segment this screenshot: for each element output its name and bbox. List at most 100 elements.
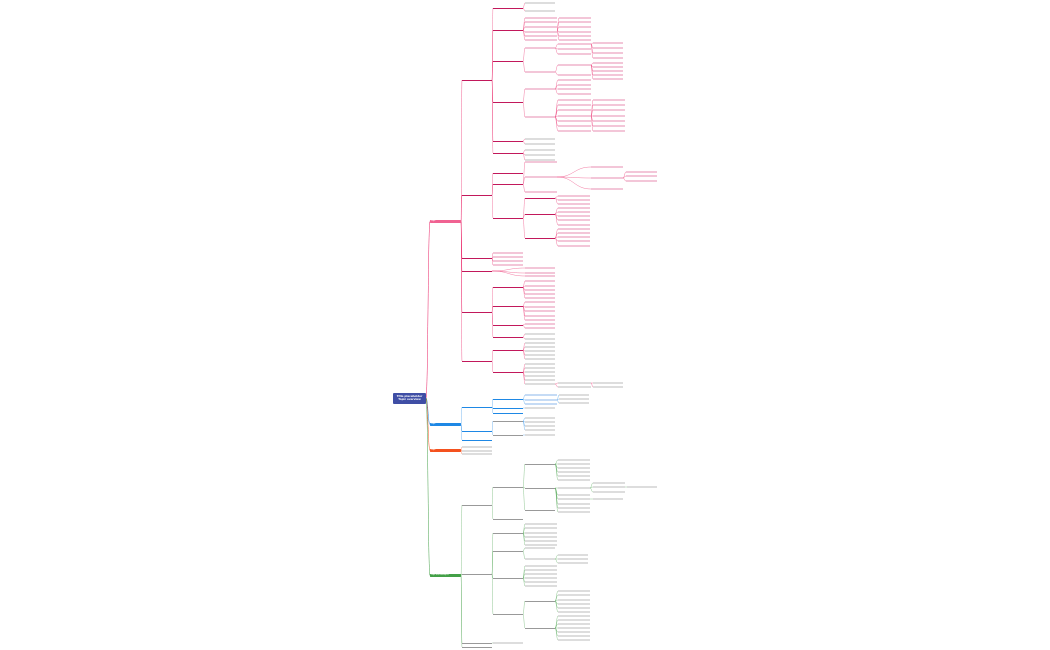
- topic-node[interactable]: [558, 236, 590, 238]
- topic-node[interactable]: [593, 99, 625, 101]
- topic-node[interactable]: [558, 459, 590, 461]
- topic-node[interactable]: [558, 203, 590, 205]
- topic-node[interactable]: [525, 371, 555, 373]
- topic-node[interactable]: [525, 417, 555, 419]
- topic-node[interactable]: [558, 463, 590, 465]
- topic-node[interactable]: [525, 354, 555, 356]
- topic-node[interactable]: [525, 509, 555, 511]
- topic-node[interactable]: [525, 47, 555, 49]
- topic-node[interactable]: [558, 511, 590, 513]
- topic-node[interactable]: [462, 450, 492, 452]
- topic-node[interactable]: [493, 29, 523, 31]
- topic-node[interactable]: [525, 310, 555, 312]
- topic-node[interactable]: [558, 207, 590, 209]
- topic-node[interactable]: [626, 180, 657, 182]
- branch-node-green[interactable]: Topic and subtopics: [430, 574, 461, 577]
- topic-node[interactable]: [591, 166, 623, 168]
- topic-node[interactable]: [558, 467, 590, 469]
- topic-node[interactable]: [525, 315, 555, 317]
- topic-node[interactable]: [558, 99, 591, 101]
- topic-node[interactable]: [525, 434, 555, 436]
- topic-node[interactable]: [593, 52, 623, 54]
- topic-node[interactable]: [525, 2, 555, 4]
- topic-node[interactable]: [462, 79, 492, 81]
- topic-node[interactable]: [493, 324, 523, 326]
- topic-node[interactable]: [558, 211, 590, 213]
- topic-node[interactable]: [525, 197, 555, 199]
- topic-node[interactable]: [593, 120, 625, 122]
- topic-node[interactable]: [558, 130, 591, 132]
- topic-node[interactable]: [525, 627, 555, 629]
- topic-node[interactable]: [558, 386, 591, 388]
- topic-node[interactable]: [559, 21, 591, 23]
- topic-node[interactable]: [558, 590, 590, 592]
- topic-node[interactable]: [525, 547, 555, 549]
- topic-node[interactable]: [558, 507, 590, 509]
- topic-node[interactable]: [525, 327, 555, 329]
- topic-node[interactable]: [558, 224, 590, 226]
- topic-node[interactable]: [558, 195, 590, 197]
- topic-node[interactable]: [525, 191, 557, 193]
- topic-node[interactable]: [525, 143, 555, 145]
- topic-node[interactable]: [493, 286, 523, 288]
- topic-node[interactable]: [493, 613, 523, 615]
- topic-node[interactable]: [525, 581, 557, 583]
- branch-node-blue[interactable]: Topic: [430, 423, 461, 426]
- topic-node[interactable]: [493, 7, 523, 9]
- topic-node[interactable]: [525, 272, 555, 274]
- topic-node[interactable]: [525, 399, 557, 401]
- topic-node[interactable]: [525, 333, 555, 335]
- topic-node[interactable]: [558, 487, 590, 489]
- topic-node[interactable]: [525, 319, 555, 321]
- topic-node[interactable]: [525, 21, 557, 23]
- topic-node[interactable]: [525, 35, 557, 37]
- topic-node[interactable]: [493, 152, 523, 154]
- topic-node[interactable]: [525, 532, 557, 534]
- topic-node[interactable]: [462, 311, 492, 313]
- topic-node[interactable]: [558, 631, 590, 633]
- topic-node[interactable]: [593, 109, 625, 111]
- topic-node[interactable]: [593, 130, 625, 132]
- topic-node[interactable]: [558, 498, 590, 500]
- topic-node[interactable]: [558, 84, 591, 86]
- topic-node[interactable]: [558, 599, 590, 601]
- topic-node[interactable]: [558, 503, 590, 505]
- topic-node[interactable]: [558, 88, 591, 90]
- topic-node[interactable]: [493, 349, 523, 351]
- topic-node[interactable]: [558, 104, 591, 106]
- topic-node[interactable]: [626, 175, 657, 177]
- topic-node[interactable]: [558, 471, 590, 473]
- topic-node[interactable]: [559, 26, 591, 28]
- topic-node[interactable]: [525, 558, 555, 560]
- topic-node[interactable]: [593, 57, 623, 59]
- topic-node[interactable]: [559, 17, 591, 19]
- topic-node[interactable]: [558, 109, 591, 111]
- topic-node[interactable]: [593, 498, 623, 500]
- topic-node[interactable]: [525, 161, 557, 163]
- topic-node[interactable]: [558, 232, 590, 234]
- topic-node[interactable]: [525, 289, 555, 291]
- topic-node[interactable]: [462, 406, 492, 408]
- topic-node[interactable]: [462, 360, 492, 362]
- topic-node[interactable]: [462, 270, 492, 272]
- topic-node[interactable]: [525, 39, 557, 41]
- topic-node[interactable]: [525, 138, 555, 140]
- topic-node[interactable]: [493, 420, 523, 422]
- topic-node[interactable]: [593, 115, 625, 117]
- topic-node[interactable]: [525, 425, 555, 427]
- topic-node[interactable]: [591, 188, 623, 190]
- topic-node[interactable]: [593, 104, 625, 106]
- topic-node[interactable]: [525, 403, 557, 405]
- topic-node[interactable]: [558, 619, 590, 621]
- topic-node[interactable]: [525, 31, 557, 33]
- topic-node[interactable]: [493, 412, 523, 414]
- topic-node[interactable]: [558, 120, 591, 122]
- topic-node[interactable]: [462, 446, 492, 448]
- topic-node[interactable]: [462, 430, 492, 432]
- topic-node[interactable]: [558, 199, 590, 201]
- topic-node[interactable]: [558, 635, 590, 637]
- topic-node[interactable]: [525, 88, 555, 90]
- topic-node[interactable]: [493, 172, 523, 174]
- topic-node[interactable]: [525, 463, 555, 465]
- topic-node[interactable]: [558, 562, 588, 564]
